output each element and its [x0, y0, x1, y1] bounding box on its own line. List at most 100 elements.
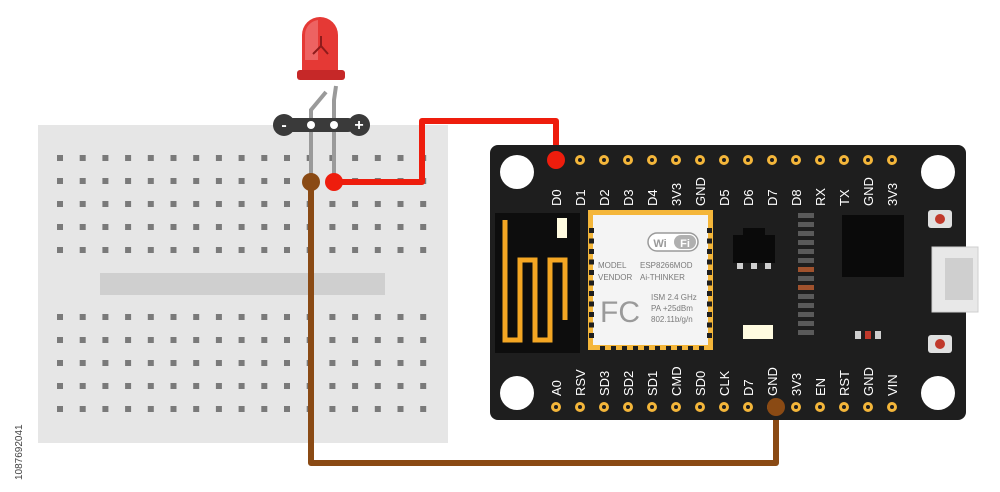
- breadboard-hole: [147, 337, 154, 343]
- ground-wire-board-end: [767, 398, 785, 416]
- smd-part: [855, 331, 861, 339]
- breadboard-hole: [397, 406, 404, 412]
- led: - +: [273, 17, 370, 182]
- breadboard-hole: [420, 224, 427, 230]
- breadboard-hole: [57, 178, 63, 184]
- breadboard-hole: [284, 224, 290, 230]
- breadboard-hole: [125, 314, 132, 320]
- breadboard-hole: [397, 247, 404, 253]
- breadboard-hole: [238, 201, 245, 207]
- pin-label-top: D1: [573, 189, 588, 206]
- header-pin-hole: [818, 158, 822, 162]
- fcc-logo: FC: [600, 296, 640, 329]
- regulator-leg: [751, 263, 757, 269]
- breadboard-hole: [57, 155, 63, 161]
- resistor-element: [798, 303, 814, 308]
- pin-label-bottom: RST: [837, 370, 852, 396]
- breadboard-hole: [215, 337, 222, 343]
- pin-label-top: GND: [693, 177, 708, 206]
- esp-pad: [707, 228, 712, 233]
- led-plus-marker: [348, 114, 370, 136]
- esp-pad: [707, 322, 712, 328]
- header-pin-hole: [722, 405, 726, 409]
- resistor-array: [798, 213, 814, 335]
- breadboard-hole: [420, 337, 427, 343]
- breadboard-hole: [284, 201, 290, 207]
- pin-label-bottom: SD3: [597, 371, 612, 396]
- resistor-element: [798, 285, 814, 290]
- esp-pad: [644, 346, 649, 350]
- resistor-element: [798, 321, 814, 326]
- esp-pad: [699, 346, 704, 350]
- breadboard-hole: [261, 406, 268, 412]
- header-pin-hole: [794, 158, 798, 162]
- breadboard-hole: [102, 224, 109, 230]
- header-pin-hole: [626, 405, 630, 409]
- esp-pad: [707, 259, 712, 265]
- breadboard-hole: [79, 178, 86, 184]
- breadboard-hole: [238, 247, 245, 253]
- resistor-element: [798, 231, 814, 236]
- breadboard-hole: [125, 247, 132, 253]
- breadboard-hole: [352, 224, 359, 230]
- header-pin-hole: [842, 158, 846, 162]
- breadboard-hole: [193, 178, 200, 184]
- signal-wire-red: [334, 118, 559, 185]
- breadboard-hole: [79, 201, 86, 207]
- breadboard-hole: [102, 360, 109, 366]
- resistor-element: [798, 276, 814, 281]
- breadboard-hole: [193, 337, 200, 343]
- breadboard-hole: [193, 247, 200, 253]
- header-pin-hole: [866, 405, 870, 409]
- resistor-element: [798, 312, 814, 317]
- breadboard-hole: [147, 178, 154, 184]
- led-internal-anvil: [312, 36, 329, 55]
- pin-label-top: TX: [837, 189, 852, 206]
- board-led: [557, 218, 567, 238]
- breadboard-hole: [329, 337, 336, 343]
- pin-label-top: D0: [549, 189, 564, 206]
- breadboard-hole: [284, 383, 290, 389]
- breadboard-hole: [125, 178, 132, 184]
- breadboard-hole: [57, 383, 63, 389]
- pin-label-bottom: CLK: [717, 370, 732, 396]
- breadboard-hole: [147, 224, 154, 230]
- esp-pad: [633, 346, 638, 350]
- breadboard-hole: [420, 360, 427, 366]
- stock-image-id: 1087692041: [2, 372, 25, 482]
- module-model-value: ESP8266MOD: [640, 261, 693, 270]
- esp-pad: [589, 259, 594, 265]
- breadboard-hole: [261, 314, 268, 320]
- smd-part: [875, 331, 881, 339]
- breadboard-hole: [193, 314, 200, 320]
- smd-capacitor: [743, 325, 773, 339]
- mount-hole-tl: [500, 155, 534, 189]
- breadboard-hole: [147, 383, 154, 389]
- esp-pad: [707, 238, 712, 244]
- breadboard-hole: [57, 406, 63, 412]
- breadboard-hole: [352, 337, 359, 343]
- header-pin-hole: [842, 405, 846, 409]
- header-pin-hole: [698, 405, 702, 409]
- breadboard-hole: [125, 360, 132, 366]
- breadboard-hole: [352, 406, 359, 412]
- pin-label-bottom: GND: [765, 367, 780, 396]
- module-vendor-value: Ai-THINKER: [640, 273, 685, 282]
- breadboard-hole: [57, 224, 63, 230]
- esp-pad: [589, 238, 594, 244]
- breadboard-hole: [374, 406, 381, 412]
- breadboard-hole: [238, 314, 245, 320]
- breadboard-hole: [420, 406, 427, 412]
- header-pin-hole: [554, 405, 558, 409]
- led-polarity-bar: [283, 118, 355, 132]
- header-pin-hole: [866, 158, 870, 162]
- breadboard-hole: [193, 201, 200, 207]
- stock-image-id-text: 1087692041: [14, 424, 25, 480]
- wifi-standard: 802.11b/g/n: [651, 315, 693, 324]
- led-rim: [297, 70, 345, 80]
- resistor-element: [798, 213, 814, 218]
- header-pin-hole: [746, 158, 750, 162]
